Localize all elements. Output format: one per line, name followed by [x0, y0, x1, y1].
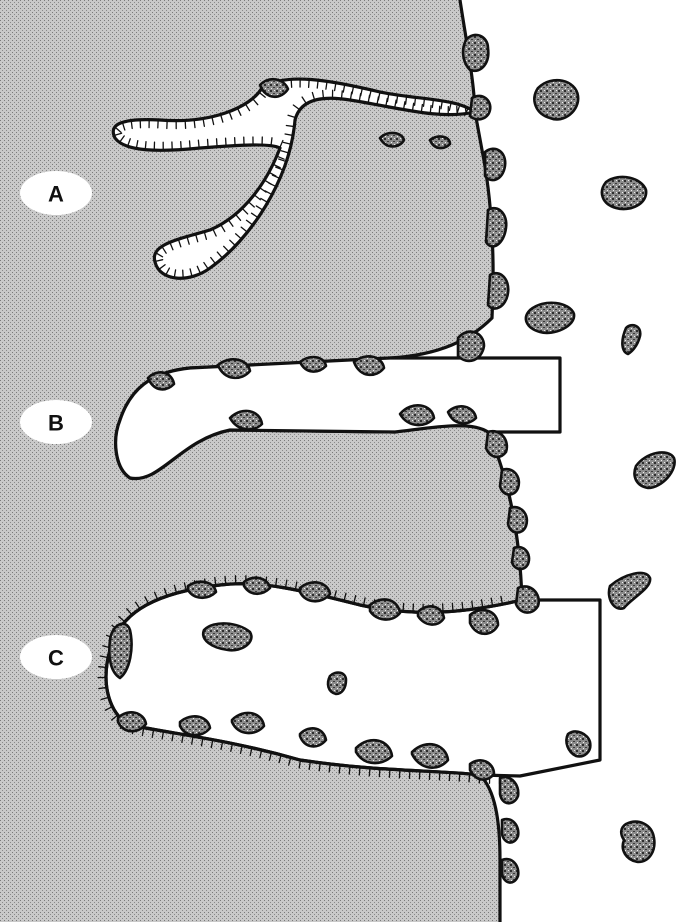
cell — [232, 713, 264, 733]
cell — [300, 728, 326, 746]
detached-cell — [526, 303, 574, 333]
cell — [516, 586, 539, 612]
label-c-text: C — [48, 646, 64, 671]
cell — [430, 137, 450, 149]
label-b-text: B — [48, 411, 64, 436]
cilium — [462, 602, 463, 610]
cell — [470, 610, 498, 634]
cilium — [359, 767, 360, 775]
label-b: B — [20, 400, 92, 444]
cilium — [208, 139, 209, 147]
cell — [500, 777, 518, 803]
detached-cell — [602, 177, 646, 209]
cilium — [439, 106, 440, 114]
cell — [486, 431, 507, 457]
cilium — [190, 141, 191, 149]
cilium — [99, 667, 107, 668]
cell — [463, 35, 488, 71]
detached-cell — [534, 80, 578, 119]
label-a-text: A — [48, 182, 64, 207]
cell — [180, 716, 210, 735]
cilium — [430, 106, 431, 114]
detached-cell — [622, 325, 640, 354]
cilium — [349, 766, 350, 774]
cell — [188, 582, 216, 598]
cilium — [341, 91, 342, 99]
cell — [502, 859, 518, 882]
cilium — [225, 576, 226, 584]
cell — [500, 469, 519, 494]
cilium — [226, 138, 227, 146]
cell — [118, 712, 146, 731]
cell — [380, 133, 404, 147]
cell — [418, 606, 444, 624]
detached-cell — [328, 673, 346, 694]
cell — [458, 332, 484, 361]
cell — [470, 96, 490, 119]
cell — [470, 760, 494, 779]
cilium — [217, 139, 218, 147]
cilium — [459, 773, 460, 781]
detached-cell — [566, 732, 590, 757]
cilium — [309, 79, 310, 87]
cell — [488, 273, 508, 308]
cell — [508, 507, 527, 532]
detached-cell — [609, 573, 650, 609]
cell — [512, 547, 529, 569]
cell — [502, 819, 518, 842]
cilium — [194, 120, 195, 128]
cell — [485, 149, 505, 180]
cilium — [403, 603, 404, 611]
cilium — [329, 764, 330, 772]
label-c: C — [20, 635, 92, 679]
cilium — [369, 768, 370, 776]
cilium — [469, 774, 470, 782]
cilium — [181, 142, 182, 150]
cilium — [317, 80, 318, 88]
cilium — [452, 603, 453, 611]
cell — [300, 582, 330, 601]
cilium — [339, 765, 340, 773]
cell — [244, 578, 270, 594]
label-a: A — [20, 171, 92, 215]
detached-cell — [621, 822, 654, 862]
cilium — [379, 769, 380, 777]
cell — [370, 599, 400, 619]
cilium — [323, 91, 324, 99]
cilium — [198, 140, 199, 148]
cell — [356, 740, 392, 763]
cell — [486, 208, 506, 246]
detached-cell — [635, 452, 675, 488]
cilium — [145, 142, 146, 150]
